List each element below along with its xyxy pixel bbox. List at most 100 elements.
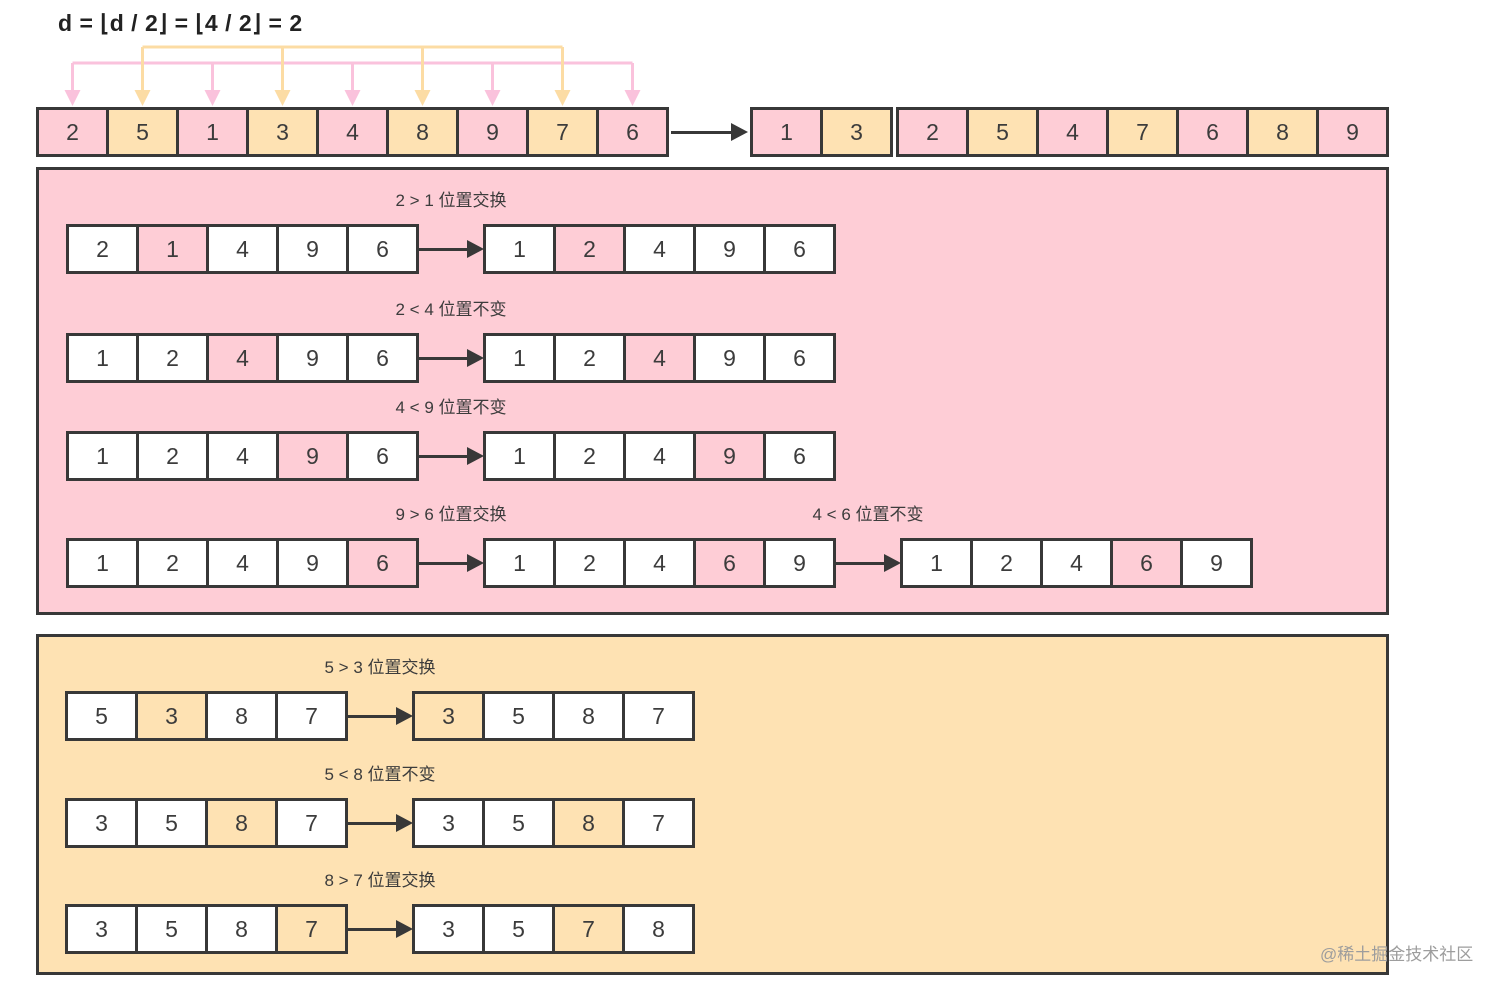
gap-formula-title: d = ⌊d / 2⌋ = ⌊4 / 2⌋ = 2 bbox=[58, 10, 303, 36]
array-cell: 8 bbox=[205, 798, 278, 848]
array-cell: 4 bbox=[206, 538, 279, 588]
array-cell: 8 bbox=[205, 691, 278, 741]
array-cell: 1 bbox=[483, 431, 556, 481]
array-cell: 1 bbox=[66, 431, 139, 481]
array-cell: 7 bbox=[622, 691, 695, 741]
community-watermark: @稀土掘金技术社区 bbox=[1320, 945, 1474, 964]
array-cell: 3 bbox=[412, 904, 485, 954]
array-cell: 7 bbox=[275, 904, 348, 954]
array-cell: 6 bbox=[346, 538, 419, 588]
array-cell: 7 bbox=[622, 798, 695, 848]
array-cell: 2 bbox=[896, 107, 969, 157]
array-cell: 3 bbox=[246, 107, 319, 157]
array-cell: 2 bbox=[553, 224, 626, 274]
array-cell: 9 bbox=[1316, 107, 1389, 157]
split-arrow bbox=[671, 107, 748, 157]
array-cell: 2 bbox=[136, 538, 209, 588]
array-cell: 2 bbox=[553, 333, 626, 383]
array-cell: 3 bbox=[820, 107, 893, 157]
array-cell: 5 bbox=[966, 107, 1039, 157]
array-cell: 5 bbox=[135, 904, 208, 954]
array-cell: 4 bbox=[623, 538, 696, 588]
array-cell: 3 bbox=[135, 691, 208, 741]
array-cell: 8 bbox=[205, 904, 278, 954]
gap-link-arrows bbox=[64, 45, 641, 106]
array-cell: 9 bbox=[276, 431, 349, 481]
array-cell: 4 bbox=[623, 333, 696, 383]
array-cell: 3 bbox=[65, 798, 138, 848]
array-cell: 1 bbox=[483, 538, 556, 588]
transition-arrow bbox=[417, 431, 484, 481]
array-cell: 9 bbox=[276, 224, 349, 274]
array-cell: 6 bbox=[596, 107, 669, 157]
transition-arrow bbox=[417, 224, 484, 274]
array-cell: 6 bbox=[1176, 107, 1249, 157]
array-cell: 7 bbox=[275, 691, 348, 741]
array-cell: 8 bbox=[552, 691, 625, 741]
array-cell: 3 bbox=[65, 904, 138, 954]
array-cell: 1 bbox=[483, 333, 556, 383]
array-cell: 9 bbox=[1180, 538, 1253, 588]
array-cell: 2 bbox=[553, 431, 626, 481]
array-cell: 2 bbox=[36, 107, 109, 157]
array-cell: 1 bbox=[176, 107, 249, 157]
array-cell: 7 bbox=[275, 798, 348, 848]
array-cell: 6 bbox=[763, 224, 836, 274]
array-cell: 4 bbox=[206, 333, 279, 383]
array-cell: 2 bbox=[553, 538, 626, 588]
array-cell: 1 bbox=[136, 224, 209, 274]
array-cell: 3 bbox=[412, 798, 485, 848]
array-cell: 6 bbox=[693, 538, 766, 588]
array-cell: 5 bbox=[65, 691, 138, 741]
array-cell: 5 bbox=[482, 904, 555, 954]
array-cell: 8 bbox=[622, 904, 695, 954]
step-label: 2 < 4 位置不变 bbox=[395, 300, 507, 319]
array-cell: 9 bbox=[276, 538, 349, 588]
array-cell: 9 bbox=[693, 333, 766, 383]
array-cell: 7 bbox=[526, 107, 599, 157]
array-cell: 1 bbox=[750, 107, 823, 157]
array-cell: 6 bbox=[346, 431, 419, 481]
step-label: 4 < 9 位置不变 bbox=[395, 398, 507, 417]
step-label: 2 > 1 位置交换 bbox=[395, 191, 507, 210]
array-cell: 4 bbox=[1040, 538, 1113, 588]
array-cell: 9 bbox=[276, 333, 349, 383]
array-cell: 8 bbox=[552, 798, 625, 848]
transition-arrow bbox=[417, 538, 484, 588]
array-cell: 9 bbox=[763, 538, 836, 588]
array-cell: 4 bbox=[206, 224, 279, 274]
array-cell: 2 bbox=[970, 538, 1043, 588]
array-cell: 4 bbox=[206, 431, 279, 481]
array-cell: 8 bbox=[1246, 107, 1319, 157]
array-cell: 5 bbox=[482, 691, 555, 741]
step-label: 4 < 6 位置不变 bbox=[812, 505, 924, 524]
